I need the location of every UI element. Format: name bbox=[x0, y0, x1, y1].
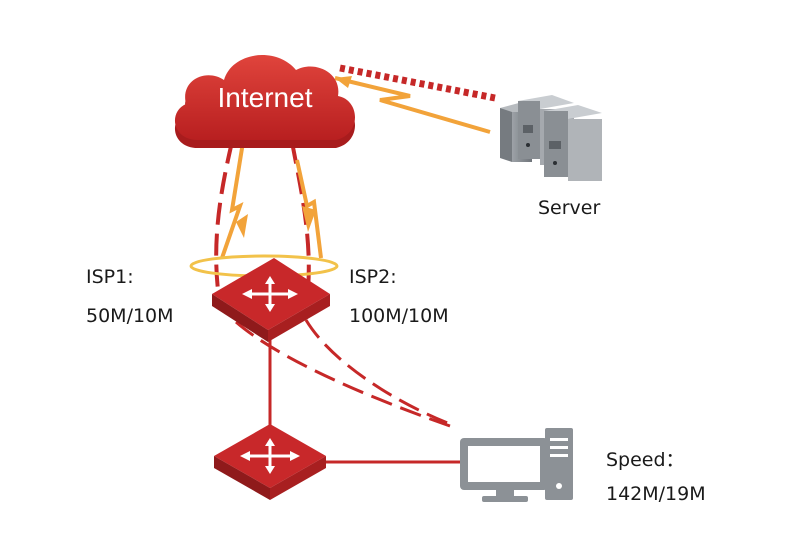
server-label: Server bbox=[538, 197, 601, 219]
router-icon bbox=[212, 258, 330, 342]
desktop-computer-icon bbox=[460, 428, 573, 502]
router-pc-dashed-link-2 bbox=[304, 319, 451, 426]
client-speed-value: 142M/19M bbox=[606, 483, 706, 505]
isp2-speed-label: 100M/10M bbox=[349, 305, 449, 327]
isp1-link bbox=[214, 141, 234, 291]
client-speed-label: Speed： bbox=[606, 449, 685, 471]
isp1-speed-label: 50M/10M bbox=[86, 305, 174, 327]
isp2-flow bbox=[295, 159, 323, 259]
cloud-icon: Internet bbox=[174, 55, 355, 148]
switch-icon bbox=[214, 424, 326, 500]
cloud-label: Internet bbox=[218, 82, 313, 113]
server-flow-lightning bbox=[334, 76, 491, 134]
server-rack-icon bbox=[500, 95, 602, 181]
isp1-flow bbox=[220, 141, 245, 259]
isp1-name-label: ISP1: bbox=[86, 266, 134, 288]
router-pc-dashed-link-1 bbox=[235, 320, 451, 428]
isp2-name-label: ISP2: bbox=[349, 266, 397, 288]
